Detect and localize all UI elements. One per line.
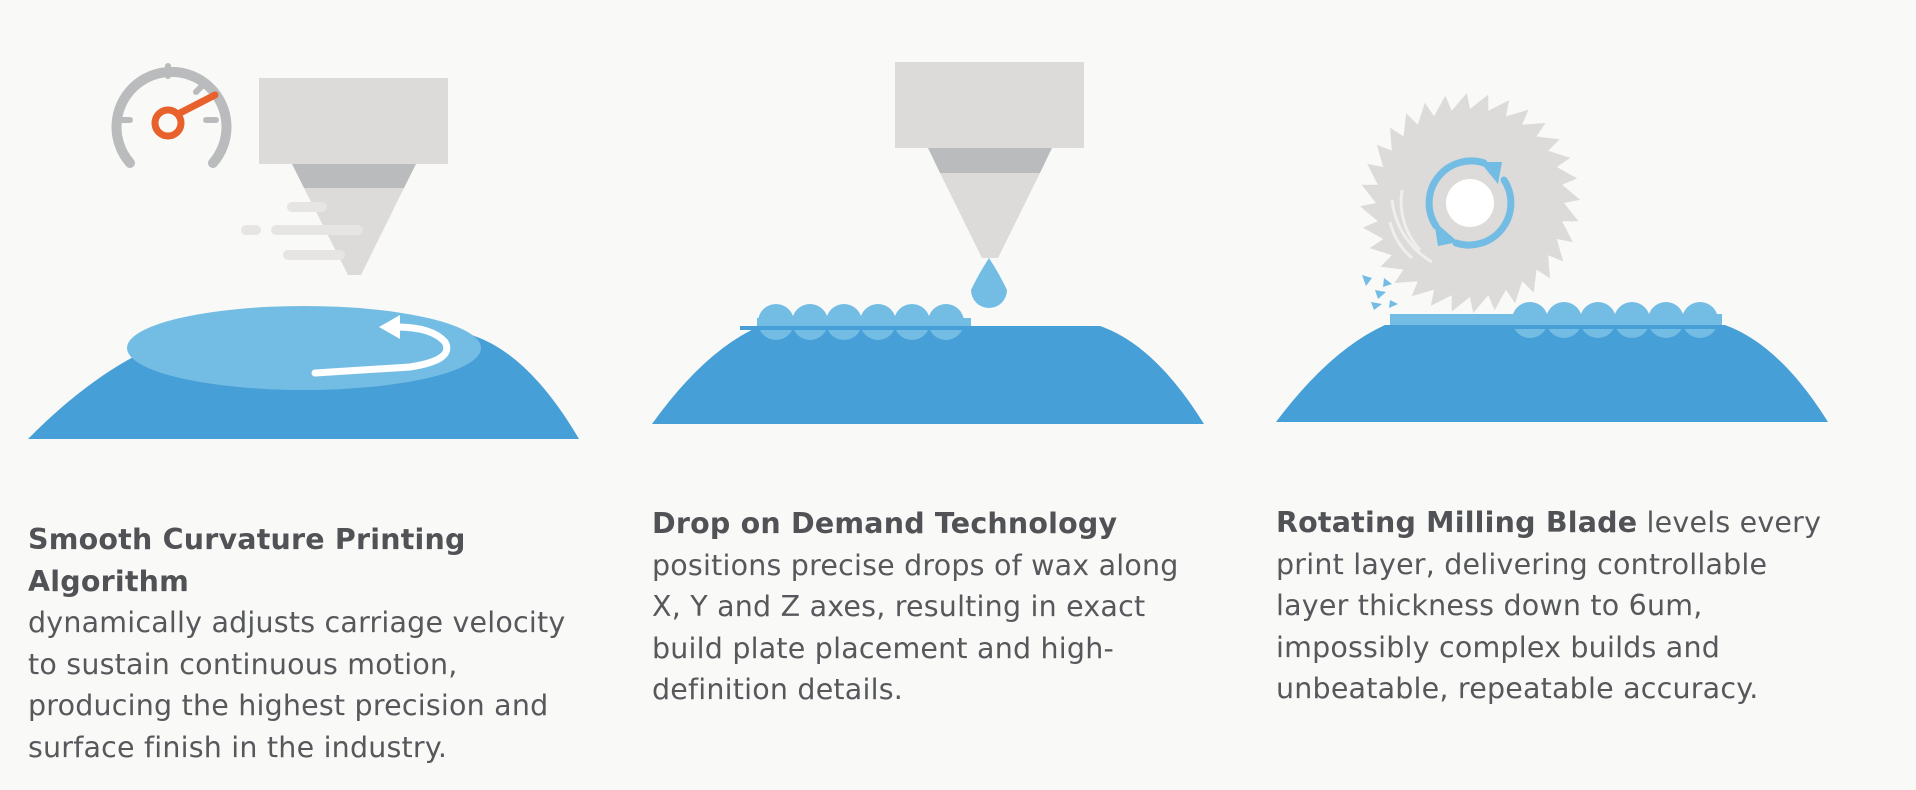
wax-droplets-icon — [757, 304, 971, 340]
feature-text-line: X, Y and Z axes, resulting in exact — [652, 590, 1146, 623]
feature-text-line: to sustain continuous motion, — [28, 647, 458, 681]
feature-text-line: build plate placement and high- — [652, 631, 1114, 665]
feature-title-suffix: levels every — [1637, 506, 1822, 539]
feature-caption-drop-on-demand: Drop on Demand Technology positions prec… — [652, 503, 1192, 711]
rotation-arrows-icon — [1425, 157, 1515, 249]
panel-3-illustration — [1276, 93, 1828, 422]
feature-text-line: layer thickness down to 6um, — [1276, 589, 1703, 622]
wax-drop-icon — [971, 258, 1007, 308]
feature-text-line: surface finish in the industry. — [28, 730, 448, 764]
feature-text-line: impossibly complex builds and — [1276, 630, 1721, 664]
build-plate-icon — [1276, 325, 1828, 422]
wax-layer-icon — [127, 306, 481, 390]
feature-title: Rotating Milling Blade — [1276, 506, 1638, 539]
wax-chips-icon — [1362, 275, 1398, 310]
motion-lines-icon — [241, 202, 363, 260]
feature-caption-milling-blade: Rotating Milling Blade levels every prin… — [1276, 502, 1836, 710]
feature-title: Drop on Demand Technology — [652, 507, 1118, 540]
build-plate-icon — [652, 326, 1204, 424]
rotation-arrow-icon — [311, 315, 451, 377]
feature-caption-smooth-curvature: Smooth Curvature Printing Algorithm dyna… — [28, 519, 588, 768]
feature-text-line: unbeatable, repeatable accuracy. — [1276, 672, 1759, 705]
panel-2-illustration — [652, 62, 1204, 424]
print-head-icon — [895, 62, 1084, 258]
feature-text-line: positions precise drops of wax along — [652, 548, 1179, 582]
feature-text-line: dynamically adjusts carriage velocity — [28, 606, 566, 639]
feature-text-line: producing the highest precision and — [28, 689, 549, 722]
feature-title: Smooth Curvature Printing Algorithm — [28, 523, 466, 598]
panel-1-illustration — [28, 63, 579, 439]
feature-text-line: print layer, delivering controllable — [1276, 547, 1768, 581]
feature-text-line: definition details. — [652, 673, 904, 706]
speedometer-icon — [111, 63, 232, 168]
illustrations — [28, 62, 1828, 439]
milling-blade-icon — [1360, 93, 1580, 313]
print-head-icon — [259, 78, 448, 275]
